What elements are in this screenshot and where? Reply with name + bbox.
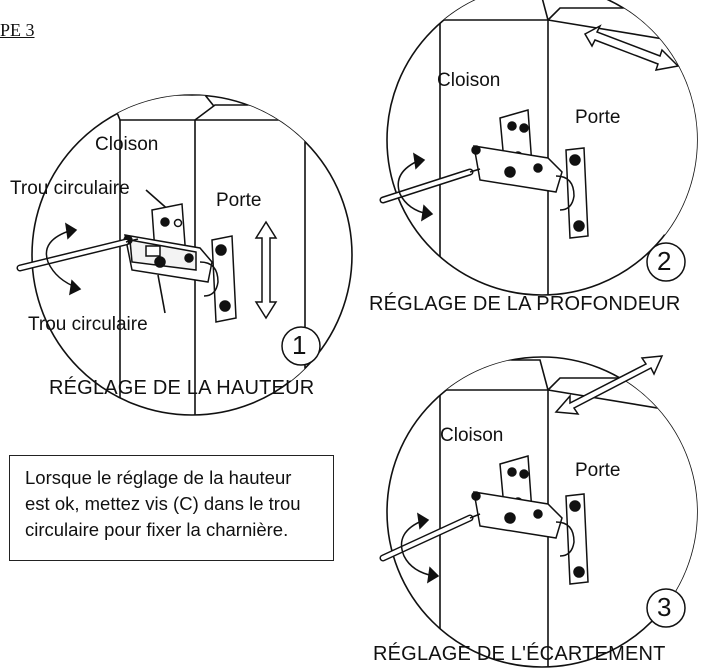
- panel-2-porte-label: Porte: [575, 107, 621, 128]
- panel-2-hinge: [379, 24, 686, 282]
- panel-3-caption: RÉGLAGE DE L'ÉCARTEMENT: [373, 643, 666, 665]
- panel-3-porte-label: Porte: [575, 460, 621, 481]
- note-line: est ok, mettez vis (C) dans le trou: [25, 493, 301, 514]
- panel-1-hinge: [16, 203, 321, 366]
- panel-1-cloison-label: Cloison: [95, 134, 159, 155]
- panel-1-trou-top-label: Trou circulaire: [10, 178, 130, 199]
- panel-2-cloison-label: Cloison: [437, 70, 501, 91]
- panel-2-scene: [386, 0, 698, 296]
- note-line: circulaire pour fixer la charnière.: [25, 519, 289, 540]
- panel-2-caption: RÉGLAGE DE LA PROFONDEUR: [369, 293, 681, 315]
- panel-1-number: 1: [292, 330, 307, 360]
- panel-1-porte-label: Porte: [216, 190, 262, 211]
- panel-3-number: 3: [657, 592, 672, 622]
- panel-1-scene: [31, 94, 353, 416]
- panel-1-caption: RÉGLAGE DE LA HAUTEUR: [49, 377, 315, 399]
- panel-2-number: 2: [657, 246, 672, 276]
- step-label: PE 3: [0, 20, 35, 40]
- note-line: Lorsque le réglage de la hauteur: [25, 467, 292, 488]
- instruction-note-box: Lorsque le réglage de la hauteur est ok,…: [9, 455, 334, 561]
- panel-3-hinge: [379, 355, 686, 628]
- panel-1-trou-bottom-label: Trou circulaire: [28, 314, 148, 335]
- panel-3-cloison-label: Cloison: [440, 425, 504, 446]
